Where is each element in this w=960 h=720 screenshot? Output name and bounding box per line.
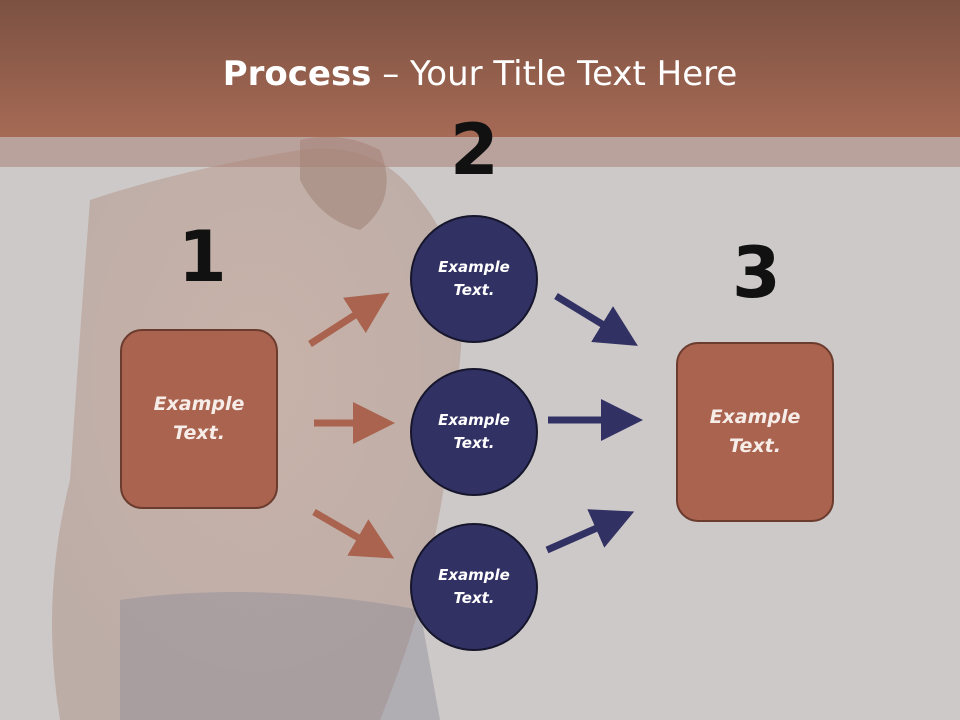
left-process-box: Example Text. xyxy=(120,329,278,509)
process-circle-top: Example Text. xyxy=(410,215,538,343)
header-band xyxy=(0,137,960,167)
process-circle-bottom: Example Text. xyxy=(410,523,538,651)
left-box-text: Example Text. xyxy=(153,393,245,444)
circle-bottom-text: Example Text. xyxy=(438,566,510,607)
slide-title: Process – Your Title Text Here xyxy=(0,52,960,96)
step-number-2: 2 xyxy=(450,109,499,191)
step-number-3: 3 xyxy=(732,232,781,314)
arrow-left-top xyxy=(308,292,390,347)
circle-top-text: Example Text. xyxy=(438,258,510,299)
step-number-1: 1 xyxy=(178,216,227,298)
process-circle-middle: Example Text. xyxy=(410,368,538,496)
header-bar xyxy=(0,0,960,137)
right-box-text: Example Text. xyxy=(709,406,801,457)
title-rest: – Your Title Text Here xyxy=(371,54,738,94)
title-bold: Process xyxy=(222,54,372,94)
right-process-box: Example Text. xyxy=(676,342,834,522)
arrow-right-top xyxy=(554,293,638,346)
arrow-left-bottom xyxy=(312,508,395,559)
circle-middle-text: Example Text. xyxy=(438,411,510,452)
arrow-right-bottom xyxy=(545,509,635,554)
